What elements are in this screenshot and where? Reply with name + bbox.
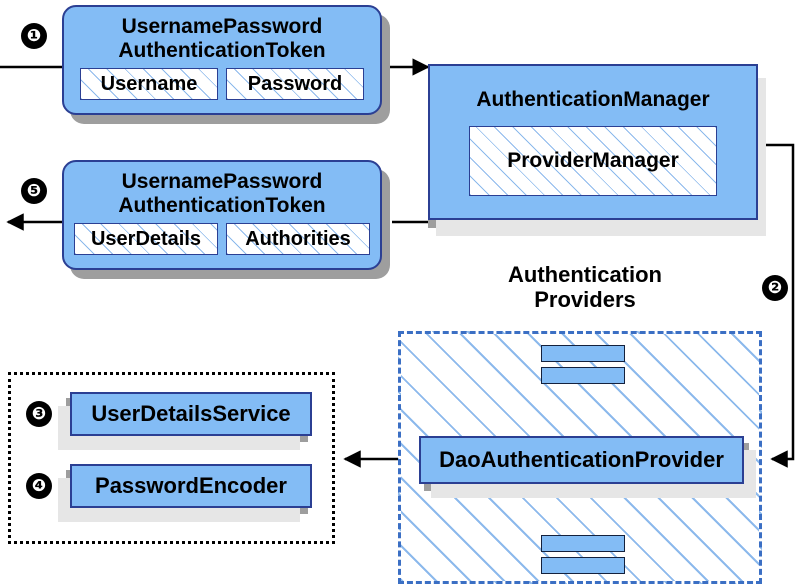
request-token-card[interactable]: UsernamePassword AuthenticationToken Use…: [62, 5, 382, 115]
authentication-manager-title: AuthenticationManager: [476, 88, 710, 111]
provider-bar-top-2: [541, 367, 625, 384]
field-authorities-label: Authorities: [245, 227, 351, 250]
response-token-card[interactable]: UsernamePassword AuthenticationToken Use…: [62, 160, 382, 270]
request-token-title-line1: UsernamePassword: [121, 15, 323, 38]
step-badge-3: ❸: [26, 401, 52, 427]
provider-bar-bottom-2: [541, 557, 625, 574]
authentication-providers-caption-line1: Authentication: [508, 262, 662, 287]
userdetailsservice-label: UserDetailsService: [91, 401, 291, 426]
field-userdetails-label: UserDetails: [90, 227, 202, 250]
passwordencoder-box[interactable]: PasswordEncoder: [70, 464, 312, 508]
field-username[interactable]: Username: [80, 68, 218, 101]
response-token-title-line1: UsernamePassword: [121, 170, 323, 193]
step-badge-2: ❷: [762, 275, 788, 301]
request-token-title-line2: AuthenticationToken: [118, 38, 326, 62]
authentication-manager-box[interactable]: AuthenticationManager ProviderManager: [428, 64, 758, 220]
provider-bar-bottom-1: [541, 535, 625, 552]
provider-bar-top-1: [541, 345, 625, 362]
field-username-label: Username: [100, 72, 198, 95]
field-userdetails[interactable]: UserDetails: [74, 223, 218, 256]
dao-authentication-provider-box[interactable]: DaoAuthenticationProvider: [419, 436, 744, 484]
authentication-providers-caption-line2: Providers: [534, 287, 636, 313]
provider-manager-label: ProviderManager: [507, 149, 679, 172]
userdetailsservice-box[interactable]: UserDetailsService: [70, 392, 312, 436]
step-badge-1: ❶: [21, 23, 47, 49]
provider-manager-box[interactable]: ProviderManager: [469, 126, 717, 196]
step-badge-5: ❺: [21, 178, 47, 204]
field-password-label: Password: [247, 72, 343, 95]
authentication-providers-caption: Authentication Providers: [470, 262, 700, 313]
field-password[interactable]: Password: [226, 68, 364, 101]
dependencies-region: [8, 372, 335, 544]
dao-authentication-provider-label: DaoAuthenticationProvider: [439, 447, 724, 472]
field-authorities[interactable]: Authorities: [226, 223, 370, 256]
response-token-title-line2: AuthenticationToken: [118, 193, 326, 217]
passwordencoder-label: PasswordEncoder: [95, 473, 287, 498]
step-badge-4: ❹: [26, 473, 52, 499]
